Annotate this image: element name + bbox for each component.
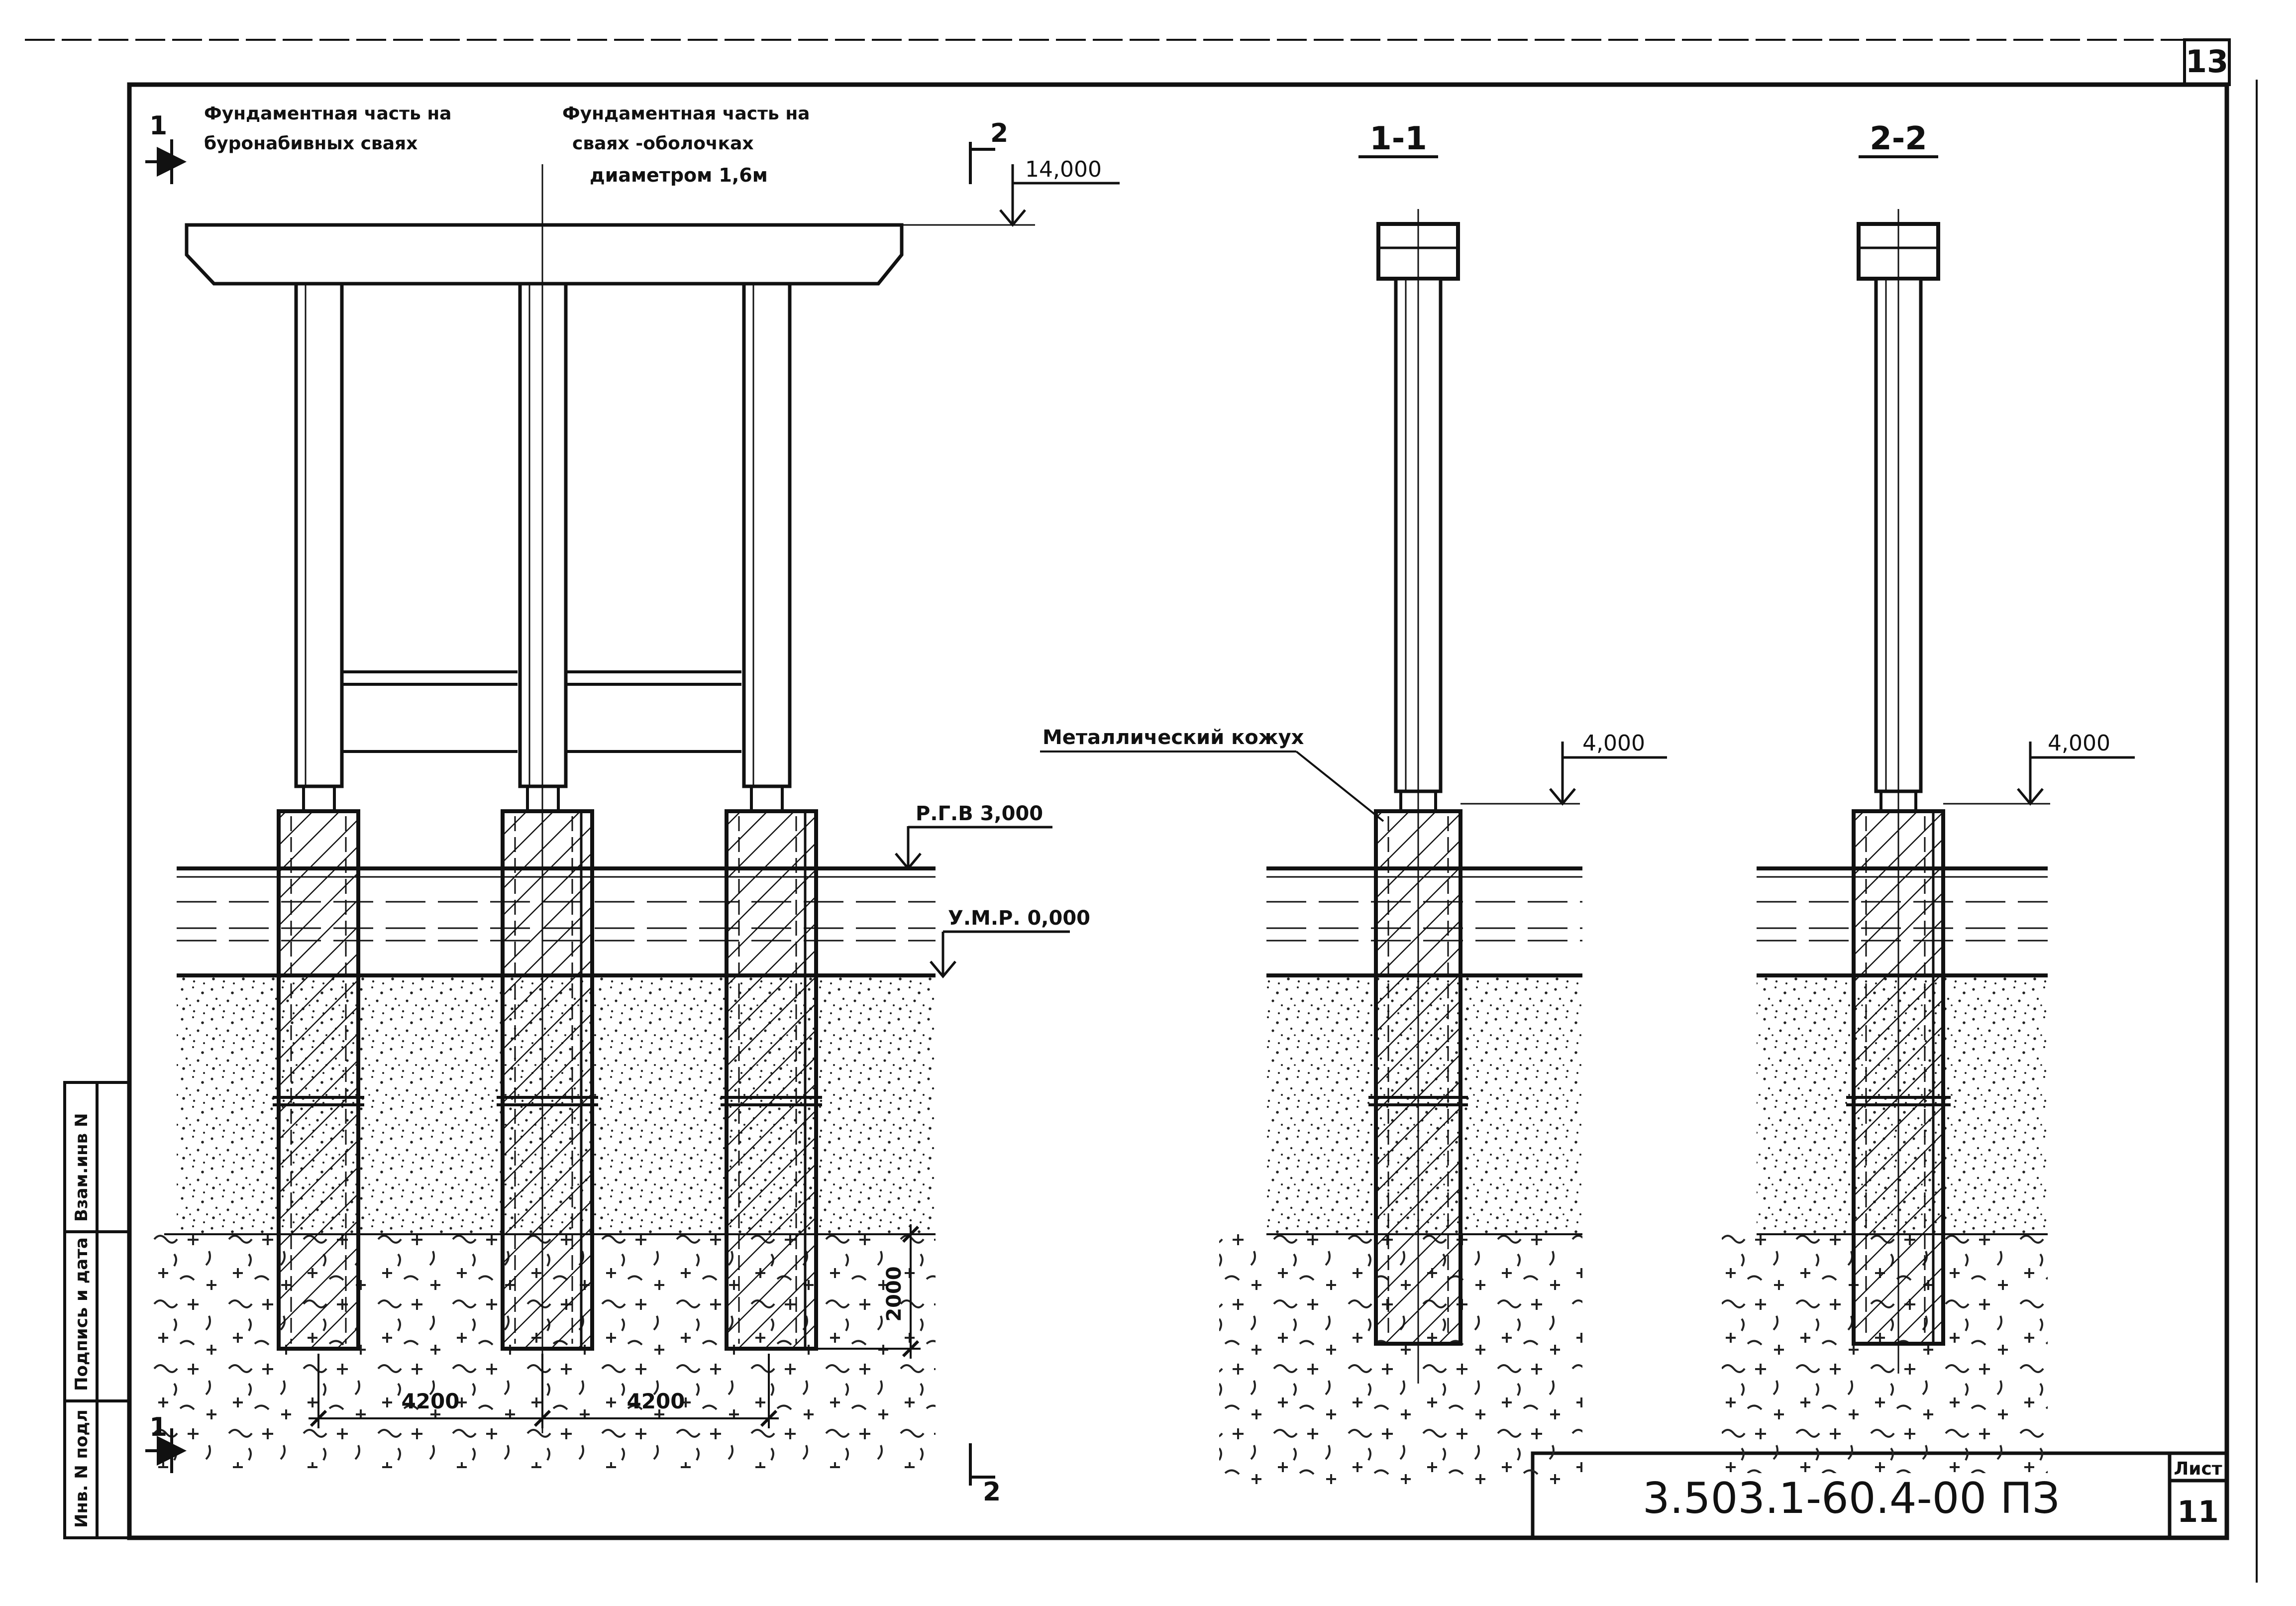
section-mark-2-top bbox=[969, 142, 995, 184]
caption-bored-line2: буронабивных сваях bbox=[204, 133, 417, 154]
caption-shell-line1: Фундаментная часть на bbox=[562, 104, 810, 124]
section-1-1-pile bbox=[1368, 209, 1468, 1384]
embed-depth-label: 2000 bbox=[883, 1266, 906, 1321]
pile-bored-left bbox=[273, 282, 364, 1351]
pile-shell-middle bbox=[497, 282, 598, 1351]
sheet-frame bbox=[25, 38, 2258, 1583]
level-top-marker bbox=[902, 164, 1120, 227]
section-2-2-level-label: 4,000 bbox=[2048, 731, 2110, 756]
stamp-signature-date: Подпись и дата bbox=[72, 1237, 92, 1391]
caption-bored-line1: Фундаментная часть на bbox=[204, 104, 451, 124]
side-stamp bbox=[63, 1081, 131, 1539]
metal-casing-label: Металлический кожух bbox=[1043, 726, 1304, 749]
section-2-2-level-marker bbox=[1943, 742, 2135, 806]
sheet-corner-number: 13 bbox=[2186, 43, 2228, 80]
embed-dimension bbox=[816, 1224, 921, 1359]
caption-shell-line3: диаметром 1,6м bbox=[590, 164, 768, 186]
stamp-replaces-inv: Взам.инв N bbox=[72, 1113, 92, 1222]
section-2-2-pile bbox=[1846, 209, 1951, 1374]
section-mark-2-bottom-label: 2 bbox=[983, 1477, 1001, 1507]
section-mark-2-top-label: 2 bbox=[990, 118, 1008, 148]
section-1-1-title: 1-1 bbox=[1369, 120, 1427, 157]
metal-casing-leader bbox=[1040, 750, 1384, 822]
section-mark-1-top bbox=[145, 139, 187, 184]
section-mark-1-bottom bbox=[145, 1428, 187, 1473]
section-1-1: 1-1 bbox=[1040, 120, 1667, 1493]
section-mark-1-top-label: 1 bbox=[149, 111, 167, 141]
span-right-label: 4200 bbox=[627, 1389, 685, 1413]
level-top-label: 14,000 bbox=[1025, 157, 1102, 182]
main-elevation: 4200 4200 2000 14,000 Р.Г.В 3,000 bbox=[144, 104, 1120, 1507]
sheet-number: 11 bbox=[2177, 1495, 2219, 1529]
section-2-2-title: 2-2 bbox=[1870, 120, 1927, 157]
tie-beam bbox=[342, 670, 741, 753]
level-rgv-marker bbox=[895, 826, 1052, 870]
sheet-label: Лист bbox=[2174, 1459, 2222, 1479]
level-umr-marker bbox=[930, 930, 1070, 978]
drawing-designation: 3.503.1-60.4-00 ПЗ bbox=[1643, 1474, 2060, 1523]
caption-shell-line2: сваях -оболочках bbox=[572, 133, 754, 154]
section-mark-2-bottom bbox=[969, 1443, 995, 1486]
section-2-2: 2-2 bbox=[1722, 120, 2135, 1473]
pile-cap bbox=[185, 223, 904, 286]
stamp-inv-no: Инв. N подл bbox=[72, 1409, 92, 1528]
section-1-1-level-marker bbox=[1461, 742, 1667, 806]
pile-shell-right bbox=[721, 282, 822, 1351]
span-dimension bbox=[309, 1354, 779, 1428]
level-umr-label: У.М.Р. 0,000 bbox=[948, 907, 1090, 930]
section-mark-1-bottom-label: 1 bbox=[149, 1412, 167, 1442]
span-left-label: 4200 bbox=[402, 1389, 460, 1413]
level-rgv-label: Р.Г.В 3,000 bbox=[916, 802, 1043, 825]
section-1-1-level-label: 4,000 bbox=[1582, 731, 1645, 756]
